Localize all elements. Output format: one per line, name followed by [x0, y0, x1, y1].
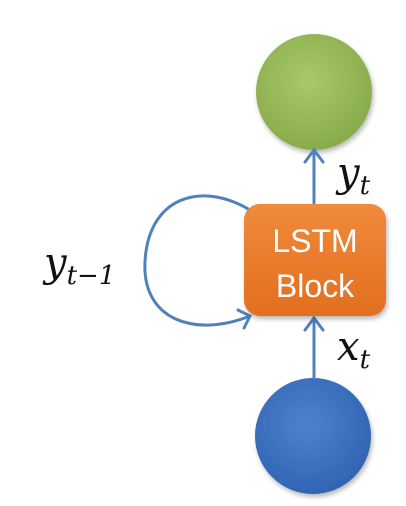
output-arrow: [303, 147, 325, 205]
recurrent-loop: [143, 194, 253, 330]
input-node: [255, 378, 371, 494]
recurrent-label: yt−1: [42, 240, 115, 291]
input-arrow: [303, 315, 325, 380]
output-label: yt: [335, 150, 371, 201]
input-label: xt: [337, 324, 371, 375]
lstm-block-label-line1: LSTM: [272, 223, 357, 259]
lstm-block: [244, 204, 386, 316]
lstm-block-label-line2: Block: [276, 268, 355, 304]
output-node: [256, 34, 372, 150]
